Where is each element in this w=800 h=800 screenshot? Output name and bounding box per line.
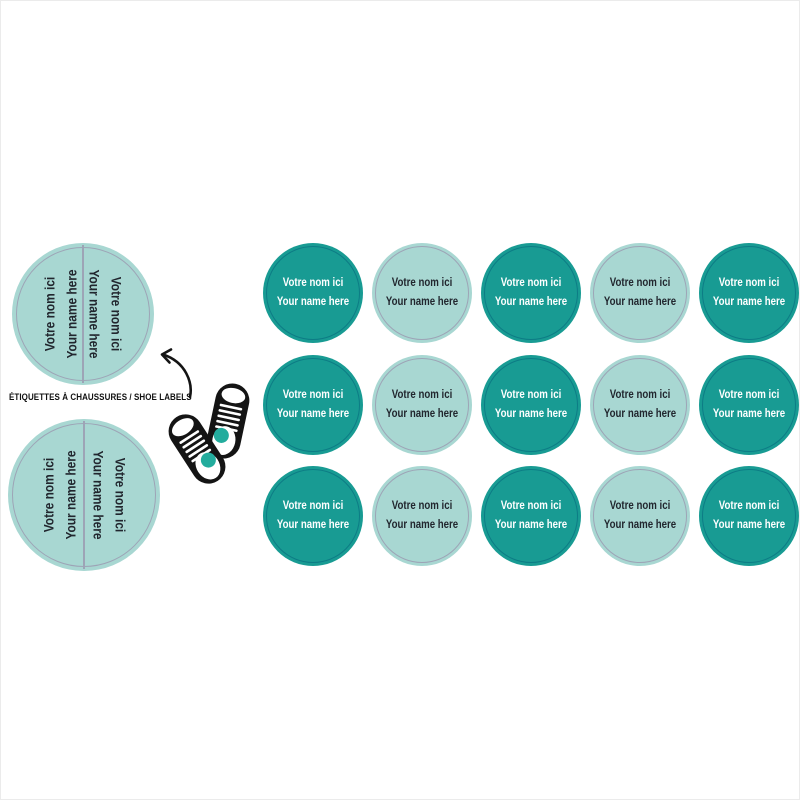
sticker-line-en: Your name here <box>276 519 350 531</box>
sticker-text: Votre nom ici Your name here <box>386 497 458 535</box>
half-divider-line <box>83 421 85 569</box>
shoe-label-sticker: Votre nom ici Your name here <box>481 243 581 343</box>
label-grid: Votre nom ici Your name here Votre nom i… <box>263 243 799 566</box>
sticker-line-fr: Votre nom ici <box>718 388 780 401</box>
sticker-text: Votre nom ici Your name here <box>495 386 567 424</box>
shoe-label-sticker: Votre nom ici Your name here <box>263 354 363 455</box>
shoe-label-sticker: Votre nom ici Your name here <box>590 243 690 343</box>
sticker-line-fr: Votre nom ici <box>282 500 344 512</box>
shoe-label-sticker: Votre nom ici Your name here <box>372 354 472 455</box>
shoe-label-sticker: Votre nom ici Your name here <box>590 466 690 566</box>
label-line-fr: Votre nom ici <box>41 276 58 352</box>
shoe-label-sticker: Votre nom ici Your name here <box>699 354 799 455</box>
label-half-left: Votre nom ici Your name here <box>12 243 83 385</box>
sticker-line-fr: Votre nom ici <box>609 277 671 289</box>
sticker-text: Votre nom ici Your name here <box>277 497 349 535</box>
sticker-line-en: Your name here <box>603 407 677 420</box>
preview-label-circle-bottom: Votre nom ici Your name here Votre nom i… <box>8 419 160 571</box>
sticker-line-fr: Votre nom ici <box>609 388 671 401</box>
sticker-line-en: Your name here <box>385 519 459 531</box>
sticker-line-fr: Votre nom ici <box>500 277 562 289</box>
sticker-line-fr: Votre nom ici <box>609 500 671 512</box>
shoe-label-sticker: Votre nom ici Your name here <box>263 466 363 566</box>
sticker-line-fr: Votre nom ici <box>718 277 780 289</box>
shoe-label-sticker: Votre nom ici Your name here <box>263 243 363 343</box>
sticker-line-fr: Votre nom ici <box>718 500 780 512</box>
sticker-line-en: Your name here <box>712 296 786 308</box>
sticker-line-fr: Votre nom ici <box>391 500 453 512</box>
sticker-line-en: Your name here <box>385 407 459 420</box>
curved-arrow-icon <box>160 348 192 399</box>
label-text-rotated: Votre nom ici Your name here <box>87 450 131 539</box>
sticker-line-en: Your name here <box>276 407 350 420</box>
sticker-text: Votre nom ici Your name here <box>277 386 349 424</box>
sticker-line-en: Your name here <box>385 296 459 308</box>
sticker-text: Votre nom ici Your name here <box>386 274 458 312</box>
sticker-line-fr: Votre nom ici <box>500 500 562 512</box>
shoe-label-sticker: Votre nom ici Your name here <box>372 466 472 566</box>
label-line-fr: Votre nom ici <box>108 276 125 352</box>
sticker-text: Votre nom ici Your name here <box>495 274 567 312</box>
sticker-line-en: Your name here <box>603 296 677 308</box>
sticker-text: Votre nom ici Your name here <box>604 386 676 424</box>
sticker-line-en: Your name here <box>712 519 786 531</box>
label-line-en: Your name here <box>86 269 103 359</box>
label-half-left: Votre nom ici Your name here <box>8 419 84 571</box>
shoe-label-sticker: Votre nom ici Your name here <box>699 466 799 566</box>
shoe-label-sticker: Votre nom ici Your name here <box>590 354 690 455</box>
label-line-en: Your name here <box>62 450 78 540</box>
half-divider-line <box>82 245 84 383</box>
sticker-line-fr: Votre nom ici <box>282 388 344 401</box>
sticker-text: Votre nom ici Your name here <box>713 386 785 424</box>
caption: ÉTIQUETTES À CHAUSSURES / SHOE LABELS <box>9 392 192 403</box>
label-line-fr: Votre nom ici <box>112 457 128 533</box>
sticker-line-en: Your name here <box>494 519 568 531</box>
sticker-text: Votre nom ici Your name here <box>713 497 785 535</box>
sticker-line-en: Your name here <box>494 296 568 308</box>
label-text-rotated: Votre nom ici Your name here <box>84 269 128 358</box>
shoe-label-sticker: Votre nom ici Your name here <box>481 354 581 455</box>
sneakers-illustration <box>160 348 253 491</box>
label-text-rotated: Votre nom ici Your name here <box>37 450 81 539</box>
sticker-text: Votre nom ici Your name here <box>386 386 458 424</box>
shoe-label-sticker: Votre nom ici Your name here <box>481 466 581 566</box>
sticker-line-fr: Votre nom ici <box>500 388 562 401</box>
label-line-en: Your name here <box>63 269 80 359</box>
preview-label-circle-top: Votre nom ici Your name here Votre nom i… <box>12 243 154 385</box>
sticker-text: Votre nom ici Your name here <box>604 274 676 312</box>
sticker-text: Votre nom ici Your name here <box>713 274 785 312</box>
shoe-label-sticker: Votre nom ici Your name here <box>372 243 472 343</box>
sticker-text: Votre nom ici Your name here <box>604 497 676 535</box>
sticker-line-en: Your name here <box>494 407 568 420</box>
shoe-label-sticker: Votre nom ici Your name here <box>699 243 799 343</box>
label-line-en: Your name here <box>90 450 106 540</box>
sticker-line-fr: Votre nom ici <box>391 277 453 289</box>
label-text-rotated: Votre nom ici Your name here <box>39 269 83 358</box>
label-line-fr: Votre nom ici <box>40 457 56 533</box>
sticker-line-fr: Votre nom ici <box>282 277 344 289</box>
sticker-line-en: Your name here <box>603 519 677 531</box>
sticker-text: Votre nom ici Your name here <box>495 497 567 535</box>
sticker-line-en: Your name here <box>712 407 786 420</box>
sticker-line-en: Your name here <box>276 296 350 308</box>
sticker-text: Votre nom ici Your name here <box>277 274 349 312</box>
sticker-line-fr: Votre nom ici <box>391 388 453 401</box>
